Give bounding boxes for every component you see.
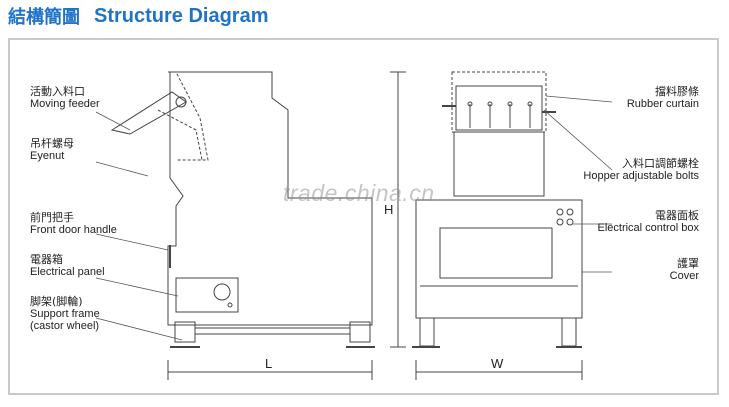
feeder-pivot [175, 96, 187, 108]
label-control-box-zh: 電器面板 [655, 209, 699, 222]
label-moving-feeder: 活動入料口 Moving feeder [30, 85, 100, 111]
header: 結構簡圖 Structure Diagram [8, 4, 269, 29]
support-leg-front [174, 321, 196, 343]
machine-body-outline [167, 71, 373, 326]
label-front-door-handle-zh: 前門把手 [30, 211, 74, 224]
dimension-length-label: L [265, 356, 273, 371]
hopper-top [451, 71, 547, 133]
label-cover: 護罩 Cover [669, 257, 699, 283]
label-rubber-curtain-en: Rubber curtain [626, 98, 699, 110]
feeder-arm [110, 91, 187, 135]
label-rubber-curtain-zh: 擋料膠條 [655, 85, 699, 98]
lower-body [415, 199, 583, 319]
label-control-box: 電器面板 Electrical control box [597, 209, 700, 235]
side-view-machine [110, 71, 375, 380]
panel-dial [213, 283, 231, 301]
leader-lines [95, 95, 613, 341]
label-cover-zh: 護罩 [677, 257, 699, 270]
label-eyenut-en: Eyenut [30, 150, 65, 162]
label-support-frame-en2: (castor wheel) [30, 320, 100, 332]
label-control-box-en: Electrical control box [597, 222, 700, 234]
diagram-frame [8, 38, 719, 395]
label-cover-en: Cover [669, 270, 699, 282]
label-front-door-handle-en: Front door handle [30, 224, 117, 236]
label-support-frame-en: Support frame [30, 308, 100, 320]
label-front-door-handle: 前門把手 Front door handle [30, 211, 117, 237]
label-eyenut-zh: 吊杆螺母 [30, 137, 74, 150]
title-chinese: 結構簡圖 [8, 7, 80, 28]
watermark: trade.china.cn [283, 180, 435, 206]
dimension-height-label: H [384, 202, 394, 217]
support-leg-rear [349, 321, 371, 343]
label-rubber-curtain: 擋料膠條 Rubber curtain [626, 85, 699, 111]
rubber-curtain-box [455, 85, 543, 131]
label-hopper-bolts: 入料口調節螺栓 Hopper adjustable bolts [583, 157, 699, 183]
dimension-width-label: W [491, 356, 504, 371]
front-leg-left [419, 317, 435, 347]
title-english: Structure Diagram [94, 4, 269, 27]
label-electrical-panel-en: Electrical panel [30, 266, 105, 278]
label-hopper-bolts-en: Hopper adjustable bolts [583, 170, 699, 182]
front-view-machine [390, 71, 583, 380]
label-eyenut: 吊杆螺母 Eyenut [30, 137, 74, 163]
front-leg-right [561, 317, 577, 347]
control-button [556, 208, 564, 216]
label-moving-feeder-zh: 活動入料口 [30, 85, 85, 98]
label-hopper-bolts-zh: 入料口調節螺栓 [622, 157, 699, 170]
label-moving-feeder-en: Moving feeder [30, 98, 100, 110]
label-support-frame-zh: 脚架(脚輪) [30, 295, 83, 308]
cover-panel [439, 227, 553, 279]
feeder-hopper [168, 71, 209, 161]
label-electrical-panel: 電器箱 Electrical panel [30, 253, 105, 279]
upper-body [453, 131, 545, 197]
label-support-frame: 脚架(脚輪) Support frame (castor wheel) [30, 295, 100, 333]
label-electrical-panel-zh: 電器箱 [30, 253, 63, 266]
electrical-panel [175, 277, 239, 313]
